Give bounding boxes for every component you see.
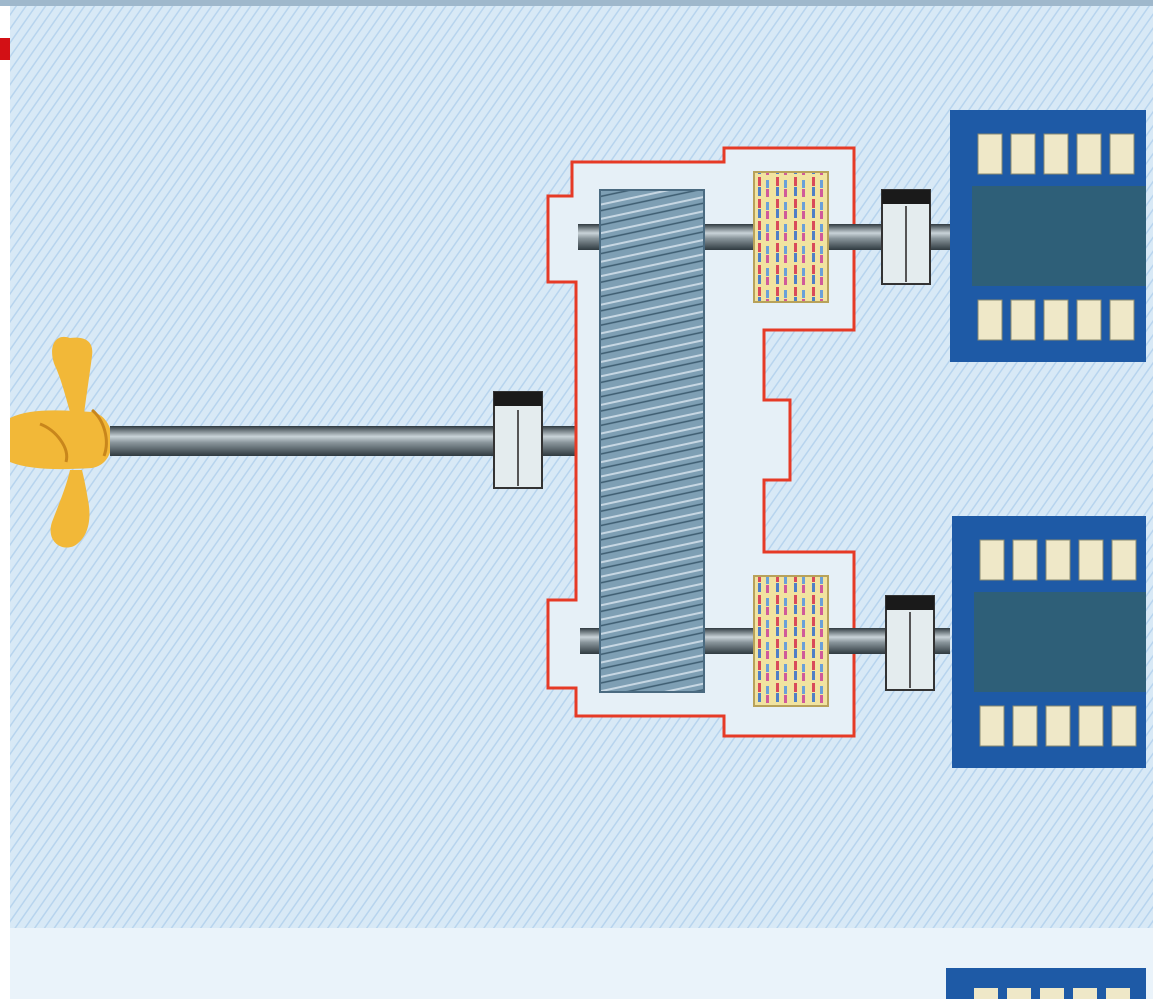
cylinder-top	[1111, 539, 1137, 581]
upper-pinion	[753, 171, 829, 303]
cylinder-top	[1109, 133, 1135, 175]
lower-engine	[952, 516, 1146, 768]
partial-engine	[946, 968, 1146, 999]
cylinder-bottom	[1043, 299, 1069, 341]
cylinder-top	[1007, 988, 1031, 999]
cylinder-top	[979, 539, 1005, 581]
cylinder-bottom	[1109, 299, 1135, 341]
cylinder-bottom	[977, 299, 1003, 341]
bull-gear	[599, 189, 705, 693]
cylinder-bottom	[1010, 299, 1036, 341]
upper-coupling	[881, 189, 931, 285]
propeller-icon	[10, 336, 112, 548]
thrust-bearing	[493, 391, 543, 489]
cylinder-top	[1045, 539, 1071, 581]
cylinder-top	[1106, 988, 1130, 999]
cylinder-top	[1012, 539, 1038, 581]
cylinder-bottom	[1111, 705, 1137, 747]
engine-crankcase	[972, 186, 1146, 286]
cylinder-bottom	[1012, 705, 1038, 747]
cylinder-top	[1076, 133, 1102, 175]
lower-coupling	[885, 595, 935, 691]
cylinder-top	[1073, 988, 1097, 999]
cylinder-top	[1043, 133, 1069, 175]
cylinder-top	[1078, 539, 1104, 581]
cylinder-bottom	[1045, 705, 1071, 747]
cylinder-top	[974, 988, 998, 999]
cylinder-bottom	[979, 705, 1005, 747]
engine-crankcase	[974, 592, 1146, 692]
cylinder-bottom	[1076, 299, 1102, 341]
bullet-icon	[0, 38, 10, 60]
top-edge	[0, 0, 1153, 6]
cylinder-top	[977, 133, 1003, 175]
upper-engine	[950, 110, 1146, 362]
cylinder-bottom	[1078, 705, 1104, 747]
cylinder-top	[1040, 988, 1064, 999]
left-margin	[0, 0, 10, 999]
lower-pinion	[753, 575, 829, 707]
cylinder-top	[1010, 133, 1036, 175]
